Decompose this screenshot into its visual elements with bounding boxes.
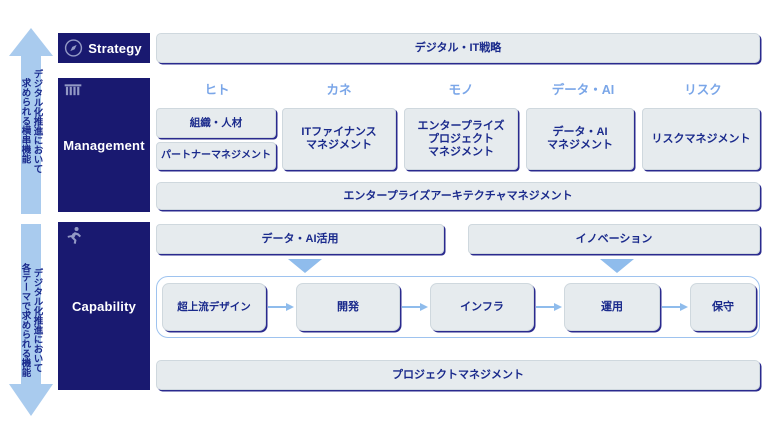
theme-innovation[interactable]: イノベーション [468, 224, 760, 254]
card-data-ai-management[interactable]: データ・AI マネジメント [526, 108, 634, 170]
process-step-infrastructure[interactable]: インフラ [430, 283, 534, 331]
process-step-operation[interactable]: 運用 [564, 283, 660, 331]
running-person-icon [67, 227, 82, 244]
column-header-risk: リスク [646, 79, 760, 98]
process-step-maintenance[interactable]: 保守 [690, 283, 756, 331]
process-step-development-label: 開発 [337, 300, 359, 313]
card-enterprise-project-management[interactable]: エンタープライズ プロジェクト マネジメント [404, 108, 518, 170]
card-it-finance-management-label: ITファイナンス マネジメント [301, 126, 377, 151]
column-header-kane: カネ [280, 79, 398, 98]
strategy-bar-label: デジタル・IT戦略 [414, 41, 502, 54]
card-enterprise-project-management-label: エンタープライズ プロジェクト マネジメント [417, 119, 505, 158]
compass-icon [64, 39, 83, 57]
theme-innovation-label: イノベーション [575, 232, 653, 245]
process-step-operation-label: 運用 [601, 300, 623, 313]
strategy-layer-panel[interactable]: Strategy [58, 33, 150, 63]
card-organization-talent[interactable]: 組織・人材 [156, 108, 276, 138]
arrow-down-icon [9, 224, 53, 416]
process-step-development[interactable]: 開発 [296, 283, 400, 331]
card-partner-management[interactable]: パートナーマネジメント [156, 142, 276, 170]
bank-building-icon [64, 84, 82, 96]
card-risk-management-label: リスクマネジメント [651, 132, 751, 145]
column-header-mono-label: モノ [448, 83, 474, 97]
process-arrow-1 [268, 303, 294, 311]
capability-layer-panel[interactable]: Capability [58, 222, 150, 390]
process-step-infrastructure-label: インフラ [460, 300, 504, 313]
process-step-maintenance-label: 保守 [712, 300, 734, 313]
card-organization-talent-label: 組織・人材 [189, 116, 243, 129]
process-arrow-3 [536, 303, 562, 311]
column-header-hito: ヒト [158, 79, 276, 98]
flow-down-arrow-right [600, 259, 634, 273]
capability-layer-label: Capability [71, 298, 137, 314]
project-management-bar-label: プロジェクトマネジメント [392, 368, 524, 381]
enterprise-architecture-bar-label: エンタープライズアーキテクチャマネジメント [343, 189, 573, 202]
card-it-finance-management[interactable]: ITファイナンス マネジメント [282, 108, 396, 170]
process-step-ultra-upstream-design[interactable]: 超上流デザイン [162, 283, 266, 331]
column-header-data-ai-label: データ・AI [551, 83, 615, 97]
card-partner-management-label: パートナーマネジメント [161, 149, 271, 161]
column-header-data-ai: データ・AI [524, 79, 642, 98]
flow-down-arrow-left [288, 259, 322, 273]
theme-data-ai-utilization[interactable]: データ・AI活用 [156, 224, 444, 254]
process-arrow-4 [662, 303, 688, 311]
arrow-up-icon [9, 28, 53, 214]
card-risk-management[interactable]: リスクマネジメント [642, 108, 760, 170]
theme-data-ai-utilization-label: データ・AI活用 [261, 232, 339, 245]
strategy-layer-label: Strategy [88, 40, 142, 56]
column-header-risk-label: リスク [684, 83, 722, 97]
management-layer-panel[interactable]: Management [58, 78, 150, 212]
management-scope-arrow: デジタル化推進において 求められる横串機能 [8, 26, 54, 216]
process-arrow-2 [402, 303, 428, 311]
process-step-ultra-upstream-design-label: 超上流デザイン [177, 300, 251, 313]
strategy-bar[interactable]: デジタル・IT戦略 [156, 33, 760, 63]
enterprise-architecture-bar[interactable]: エンタープライズアーキテクチャマネジメント [156, 182, 760, 210]
capability-scope-arrow: デジタル化推進において 各テーマで求められる機能 [8, 222, 54, 418]
project-management-bar[interactable]: プロジェクトマネジメント [156, 360, 760, 390]
card-data-ai-management-label: データ・AI マネジメント [547, 126, 613, 151]
column-header-hito-label: ヒト [204, 83, 230, 97]
column-header-kane-label: カネ [326, 83, 352, 97]
management-layer-label: Management [63, 137, 145, 153]
column-header-mono: モノ [402, 79, 520, 98]
